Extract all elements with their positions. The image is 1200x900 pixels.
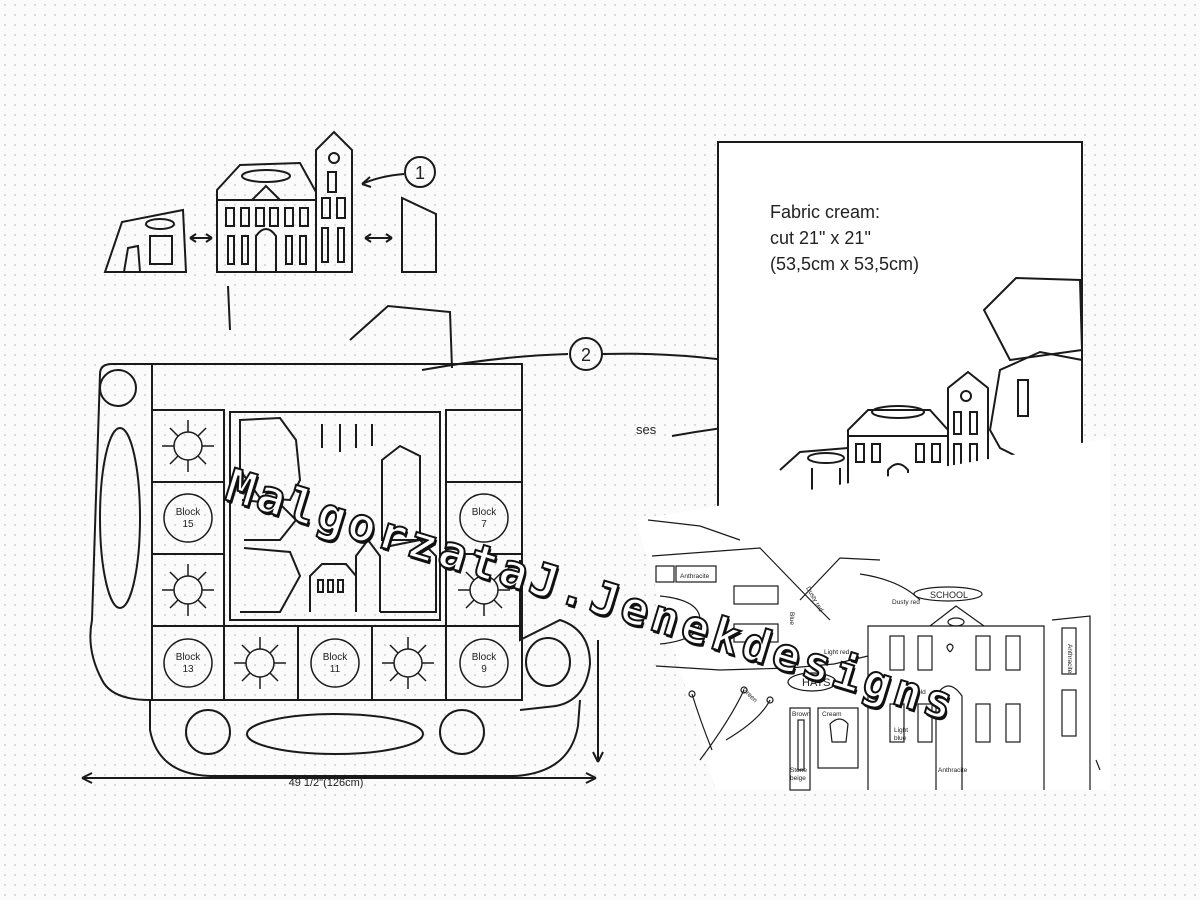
quilt-layout — [81, 363, 604, 784]
callout-1-label: 1 — [415, 163, 425, 183]
block-11-label: Block — [323, 652, 348, 663]
block-11-number: 11 — [330, 664, 341, 675]
fabric-note-line1: Fabric cream: — [770, 202, 880, 222]
width-dimension: 49 1/2"(126cm) — [289, 777, 364, 789]
color-light-blue-1: Light — [894, 727, 908, 734]
cut-text: ses — [636, 422, 657, 437]
color-brown: Brown — [792, 711, 811, 718]
block-13-number: 13 — [182, 664, 194, 675]
color-light-blue-2: blue — [894, 735, 907, 742]
color-gold: Gold — [912, 689, 926, 696]
block-9-label: Block — [472, 652, 497, 663]
fabric-note-line3: (53,5cm x 53,5cm) — [770, 254, 919, 274]
color-blue: Blue — [788, 612, 795, 625]
color-anthracite-2: Anthracite — [938, 767, 968, 774]
fabric-square — [717, 141, 1084, 509]
sign-school: SCHOOL — [930, 590, 968, 600]
color-light-red: Light red — [824, 649, 850, 656]
color-stone-beige-2: beige — [790, 775, 806, 782]
block-15-number: 15 — [182, 519, 194, 530]
block-9-number: 9 — [481, 664, 487, 675]
block-7-number: 7 — [481, 519, 487, 530]
color-anthracite-3: Anthracite — [1066, 644, 1073, 674]
block-13-label: Block — [176, 652, 201, 663]
color-stone-beige-1: Stone — [790, 767, 807, 774]
color-dusty-red-2: Dusty red — [892, 599, 920, 606]
color-sheet — [636, 438, 1110, 791]
color-anthracite-1: Anthracite — [680, 573, 710, 580]
sign-hats: HATS — [802, 677, 831, 689]
block-7-label: Block — [472, 507, 497, 518]
fabric-note-line2: cut 21" x 21" — [770, 228, 871, 248]
block-15-label: Block — [176, 507, 201, 518]
callout-2-label: 2 — [581, 345, 591, 365]
color-cream: Cream — [822, 711, 842, 718]
building-pieces-top — [103, 130, 437, 273]
